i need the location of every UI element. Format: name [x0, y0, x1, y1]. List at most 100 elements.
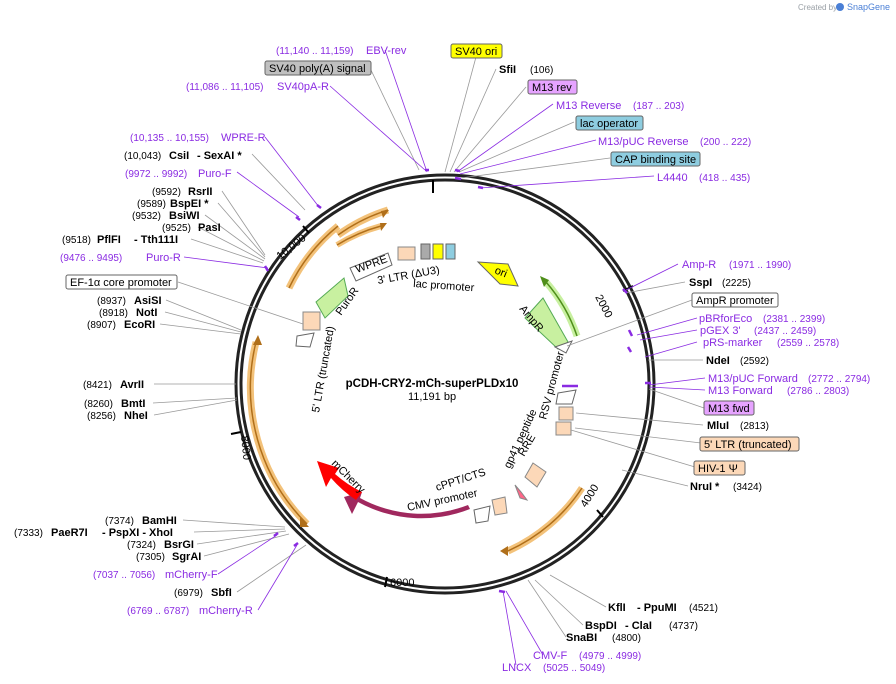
outer-labels: (11,140 .. 11,159) EBV-rev SV40 ori SV40… — [14, 43, 870, 674]
sgrai-label: SgrAI — [172, 551, 201, 563]
tick-puro-f — [295, 216, 301, 221]
m13puc-rev-range: (200 .. 222) — [700, 137, 751, 148]
bspei-label: BspEI * — [170, 198, 209, 210]
m13-rev-label: M13 rev — [532, 82, 572, 94]
prs-marker-label: pRS-marker — [703, 337, 763, 349]
leader-ampr-prom — [566, 299, 693, 347]
ef1a-label: EF-1α core promoter — [70, 277, 172, 289]
arc-ltr5-arrowhead — [253, 335, 262, 345]
sv40-ori-box — [450, 43, 503, 59]
puror-arrow — [315, 277, 349, 319]
primer-ticks — [263, 168, 651, 594]
puro-r-label: Puro-R — [146, 252, 181, 264]
leader-ltr5-trunc — [574, 427, 702, 444]
leader-m13-forward — [648, 386, 706, 391]
backbone-feature-arcs — [246, 206, 585, 555]
leader-bspei — [217, 202, 266, 258]
tick-wpre-r — [316, 204, 322, 209]
credit-brand: SnapGene — [847, 2, 890, 12]
arc-mcherry-band — [246, 341, 310, 527]
mcherry-f-label: mCherry-F — [165, 569, 218, 581]
m13-forward-label: M13 Forward — [708, 385, 773, 397]
gp41-shape — [514, 484, 529, 501]
csii-pos: (10,043) — [124, 151, 161, 162]
arc-ampr-line — [545, 281, 578, 337]
leader-ecori — [159, 323, 242, 335]
arc-wpre-arrowhead — [380, 223, 387, 231]
amp-r-label: Amp-R — [682, 259, 716, 271]
leader-sgrai — [203, 533, 290, 557]
hiv1-box — [693, 460, 746, 476]
nrui-label: NruI * — [690, 481, 720, 493]
paer7i-label: PaeR7I — [51, 527, 88, 539]
avrii-label: AvrII — [120, 379, 144, 391]
csii-extra: - SexAI * — [197, 150, 242, 162]
tick-4000: 4000 — [578, 482, 601, 509]
bsrgi-label: BsrGI — [164, 539, 194, 551]
kfli-pos: (4521) — [689, 603, 718, 614]
ef1a-box-label — [65, 274, 178, 290]
bsrgi-pos: (7324) — [127, 540, 156, 551]
leader-pgex3 — [639, 329, 698, 341]
wpre-r-range: (10,135 .. 10,155) — [130, 133, 209, 144]
tick-mcherry-r — [293, 542, 299, 547]
arc-puro-arrowhead — [381, 210, 389, 218]
arc-cmv-line — [507, 487, 583, 552]
tick-8000: 8000 — [238, 435, 252, 461]
cap-box — [610, 151, 701, 167]
tick-m13rev — [454, 168, 461, 173]
leader-paer7i — [193, 528, 286, 533]
sspi-pos: (2225) — [722, 278, 751, 289]
m13-fwd-box — [703, 400, 755, 416]
leader-bsrgi — [196, 530, 287, 545]
leader-wpre-r — [264, 136, 320, 208]
kfli-extra: - PpuMI — [637, 602, 677, 614]
rsrii-pos: (9592) — [152, 187, 181, 198]
asisi-label: AsiSI — [134, 295, 162, 307]
tick-m13puc — [454, 176, 462, 181]
mlui-pos: (2813) — [740, 421, 769, 432]
polya-box — [420, 243, 431, 260]
pbrforeco-range: (2381 .. 2399) — [763, 314, 825, 325]
pgex3-range: (2437 .. 2459) — [754, 326, 816, 337]
ndei-label: NdeI — [706, 355, 730, 367]
plasmid-size: 11,191 bp — [408, 391, 456, 403]
inner-ori: ori — [493, 265, 509, 281]
sspi-label: SspI — [689, 277, 712, 289]
leader-nrui — [621, 469, 689, 487]
tick-10000-mark — [302, 225, 310, 234]
sv40pa-r-label: SV40pA-R — [277, 81, 329, 93]
noti-pos: (8918) — [99, 308, 128, 319]
leader-mlui — [575, 412, 704, 426]
ef1a-box — [302, 311, 321, 331]
lac-op-box — [575, 115, 644, 131]
m13-fwd-label: M13 fwd — [708, 403, 750, 415]
snabi-label: SnaBI — [566, 632, 597, 644]
tick-6000: 6000 — [390, 577, 414, 589]
leader-ef1a — [177, 281, 304, 325]
arc-cmv-arrowhead — [500, 546, 508, 556]
pflfi-pos: (9518) — [62, 235, 91, 246]
wpre-shape — [349, 252, 393, 282]
bamhi-label: BamHI — [142, 515, 177, 527]
leader-bspdi — [534, 579, 584, 626]
leader-asisi — [165, 299, 242, 331]
rsv-box-2 — [555, 421, 572, 436]
puro-f-label: Puro-F — [198, 168, 232, 180]
lncx-label: LNCX — [502, 662, 532, 674]
noti-label: NotI — [136, 307, 157, 319]
leader-lines — [152, 49, 706, 666]
wpre-r-label: WPRE-R — [221, 132, 266, 144]
kfli-label: KflI — [608, 602, 626, 614]
m13-reverse-range: (187 .. 203) — [633, 101, 684, 112]
bspdi-pos: (4737) — [669, 621, 698, 632]
arc-mcherry-arrowhead — [300, 517, 309, 527]
mcherry-r-label: mCherry-R — [199, 605, 253, 617]
paer7i-extra: - PspXI - XhoI — [102, 527, 173, 539]
mcherry-f-range: (7037 .. 7056) — [93, 570, 155, 581]
leader-ebv-rev — [384, 49, 428, 173]
ampr-promoter-arrow — [553, 340, 574, 354]
leader-pflfi — [190, 238, 264, 264]
bspdi-extra: - ClaI — [625, 620, 652, 632]
inner-ltr5: 5' LTR (truncated) — [310, 325, 337, 413]
